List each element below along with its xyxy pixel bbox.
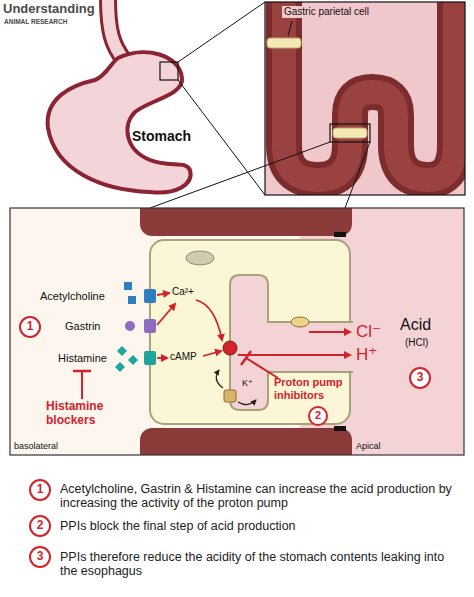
potassium-channel	[224, 390, 236, 402]
product-label: (HCl)	[405, 337, 428, 349]
callout-circle	[20, 317, 40, 337]
esophagus	[108, 0, 124, 60]
organ-label: Stomach	[132, 128, 191, 144]
second-messenger: Ca²+	[172, 286, 194, 298]
acetylcholine-receptor	[144, 289, 156, 303]
gastrin-molecule	[125, 321, 135, 331]
callout-number: 2	[309, 409, 327, 422]
callout-number: 2	[30, 519, 50, 533]
tight-junction	[334, 232, 346, 237]
mitochondrion	[186, 251, 214, 265]
histamine-molecule	[128, 355, 138, 365]
chloride-arrow	[309, 331, 350, 333]
signal-arrow	[157, 304, 175, 325]
tight-junction	[334, 426, 346, 431]
zoom-line	[150, 142, 330, 208]
logo-subtext: ANIMAL RESEARCH	[4, 18, 67, 25]
chloride-channel	[291, 317, 309, 327]
messenger-label: Gastrin	[65, 320, 100, 333]
leader-line	[288, 21, 292, 36]
ion-label: K⁺	[242, 378, 253, 388]
drug-label: Histamine blockers	[46, 400, 124, 428]
callout-circle	[30, 480, 50, 500]
proton-pump	[223, 341, 237, 355]
callout-circle	[30, 547, 50, 567]
histamine-molecule	[117, 346, 127, 356]
zoom-line	[178, 2, 265, 62]
inhibition-bar	[73, 370, 91, 373]
zoom-square	[160, 62, 178, 80]
callout-number: 3	[30, 550, 50, 564]
ion-label: H⁺	[356, 345, 377, 365]
acetylcholine-molecule	[124, 282, 132, 290]
esophagus-lumen	[108, 0, 124, 60]
region-label: Apical	[356, 441, 381, 451]
signal-arrow	[157, 357, 167, 359]
inhibition-line	[81, 372, 83, 399]
histamine-receptor	[144, 351, 156, 365]
canaliculus	[230, 275, 353, 410]
mucosa-tissue	[284, 2, 455, 180]
inhibition-line	[246, 358, 278, 378]
neighbour-cell	[140, 428, 352, 455]
acetylcholine-molecule	[128, 296, 136, 304]
parietal-cell	[333, 128, 367, 138]
logo-text: Understanding	[3, 2, 95, 17]
cell-panel-frame	[10, 208, 464, 455]
potassium-arrow	[238, 400, 256, 405]
explanation-text: PPIs therefore reduce the acidity of the…	[60, 550, 460, 579]
inhibition-bar	[241, 351, 251, 365]
second-messenger: cAMP	[170, 351, 197, 363]
parietal-cell	[267, 38, 301, 48]
potassium-arrow	[216, 370, 223, 388]
messenger-label: Histamine	[58, 352, 107, 365]
explanation-text: Acetylcholine, Gastrin & Histamine can i…	[60, 482, 460, 511]
callout-number: 1	[20, 320, 40, 334]
mucosa-tissue	[284, 2, 455, 180]
messenger-label: Acetylcholine	[40, 290, 105, 303]
drug-label: Proton pump inhibitors	[274, 376, 346, 401]
region-label: basolateral	[14, 441, 58, 451]
gastrin-receptor	[144, 319, 156, 333]
callout-circle	[30, 516, 50, 536]
neighbour-cell	[140, 208, 352, 236]
ion-label: Cl⁻	[356, 322, 381, 342]
signal-arrow	[196, 300, 222, 340]
signal-arrow	[157, 293, 169, 295]
zoom-line	[345, 142, 370, 208]
callout-circle	[410, 368, 430, 388]
histamine-molecule	[115, 362, 125, 372]
callout-circle	[309, 407, 327, 425]
zoom-box	[265, 2, 465, 195]
callout-number: 1	[30, 483, 50, 497]
part-label: Gastric parietal cell	[282, 6, 371, 18]
stomach-outline	[48, 52, 191, 192]
callout-number: 3	[410, 371, 430, 385]
proton-arrow	[238, 354, 350, 356]
product-label: Acid	[400, 316, 431, 334]
signal-arrow	[203, 351, 221, 356]
explanation-text: PPIs block the final step of acid produc…	[60, 519, 460, 533]
zoom-square	[330, 124, 370, 142]
